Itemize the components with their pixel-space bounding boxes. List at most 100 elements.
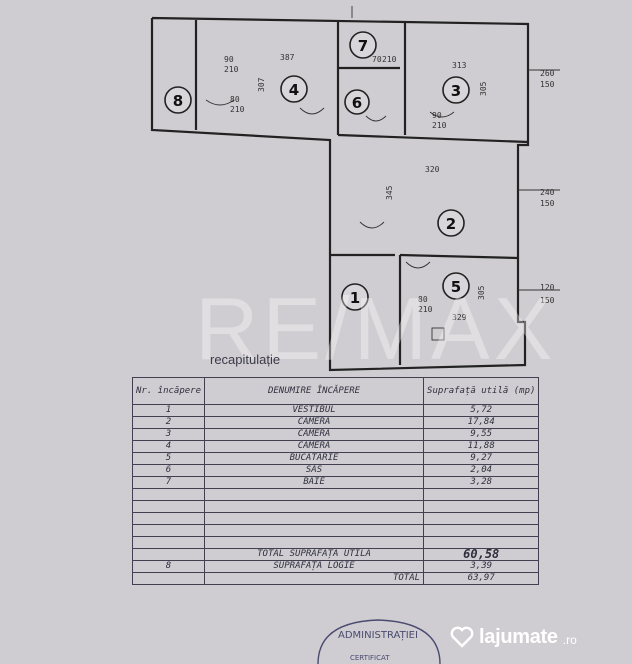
dim-label: 210 (224, 65, 239, 74)
cell-area: 9,55 (423, 428, 540, 441)
dim-label: 150 (540, 80, 555, 89)
table-row (131, 488, 540, 501)
dim-label: 320 (425, 165, 440, 174)
cell-nr: 3 (131, 428, 206, 441)
dim-label: 150 (540, 296, 555, 305)
cell-nr (131, 500, 206, 513)
dim-label: 210 (418, 305, 433, 314)
cell-name: VESTIBUL (204, 404, 425, 417)
table-row (131, 500, 540, 513)
dim-label: 240 (540, 188, 555, 197)
cell-area (423, 488, 540, 501)
svg-text:5: 5 (451, 278, 461, 296)
total-util-label: TOTAL SUPRAFAȚA UTILĂ (204, 548, 425, 561)
total-util-value: 60,58 (423, 548, 540, 561)
dim-label: 150 (540, 199, 555, 208)
cell-name: CAMERA (204, 416, 425, 429)
svg-text:1: 1 (350, 289, 360, 307)
header-area: Suprafață utilă (mp) (423, 377, 540, 405)
dim-label: 305 (479, 81, 488, 96)
cell-nr: 5 (131, 452, 206, 465)
door-swing (365, 115, 387, 122)
grand-total-row: TOTAL 63,97 (131, 572, 540, 585)
loggia-row: 8 SUPRAFAȚA LOGIE 3,39 (131, 560, 540, 573)
svg-text:2: 2 (446, 215, 456, 233)
dim-label: 120 (540, 283, 555, 292)
loggia-nr: 8 (131, 560, 206, 573)
table-row (131, 512, 540, 525)
dim-label: 387 (280, 53, 295, 62)
cell-nr (131, 536, 206, 549)
total-value: 63,97 (423, 572, 540, 585)
dim-label: 345 (385, 185, 394, 200)
dim-label: 307 (257, 77, 266, 92)
cell-name: BAIE (204, 476, 425, 489)
dim-label: 329 (452, 313, 467, 322)
loggia-label: SUPRAFAȚA LOGIE (204, 560, 425, 573)
door-swing (299, 107, 325, 115)
total-util-row: TOTAL SUPRAFAȚA UTILĂ 60,58 (131, 548, 540, 561)
dim-label: 80 (418, 295, 428, 304)
svg-text:ADMINISTRAȚIEI: ADMINISTRAȚIEI (338, 630, 418, 641)
cell-area (423, 536, 540, 549)
cell-name (204, 536, 425, 549)
cell-nr: 4 (131, 440, 206, 453)
total-label: TOTAL (204, 572, 425, 585)
room-marker-1: 1 (341, 283, 369, 311)
cell-area: 17,84 (423, 416, 540, 429)
dim-label: 210 (230, 105, 245, 114)
cell-nr: 2 (131, 416, 206, 429)
cell-name: CAMERA (204, 440, 425, 453)
cell-name (204, 488, 425, 501)
header-nr: Nr. încăpere (131, 377, 206, 405)
cell-area: 3,28 (423, 476, 540, 489)
loggia-value: 3,39 (423, 560, 540, 573)
room-marker-6: 6 (344, 89, 370, 115)
svg-text:CERTIFICAT: CERTIFICAT (350, 654, 390, 662)
header-name: DENUMIRE ÎNCĂPERE (204, 377, 425, 405)
svg-text:4: 4 (289, 81, 299, 99)
cell-nr: 1 (131, 404, 206, 417)
wall-room3-2 (337, 133, 529, 144)
cell-area (423, 512, 540, 525)
dim-label: 70 (372, 55, 382, 64)
cell-name: SAS (204, 464, 425, 477)
watermark: RE/MAX (195, 279, 557, 378)
room-marker-8: 8 (164, 86, 192, 114)
dim-label: 210 (382, 55, 397, 64)
room-marker-3: 3 (442, 76, 470, 104)
cell-area: 5,72 (423, 404, 540, 417)
door-swing (359, 221, 385, 229)
svg-text:7: 7 (358, 37, 368, 55)
cell-name: CAMERA (204, 428, 425, 441)
cell-area: 9,27 (423, 452, 540, 465)
room-marker-5: 5 (442, 272, 470, 300)
room-summary-table: Nr. încăpere DENUMIRE ÎNCĂPERE Suprafață… (131, 377, 540, 585)
plan-fixture (431, 327, 445, 341)
cell-area (423, 524, 540, 537)
cell-nr: 6 (131, 464, 206, 477)
cell-name (204, 524, 425, 537)
dim-label: 90 (432, 111, 442, 120)
cell-name (204, 500, 425, 513)
official-stamp: ADMINISTRAȚIEI CERTIFICAT (317, 619, 441, 664)
logo-suffix: .ro (562, 633, 577, 647)
logo-name: lajumate (479, 625, 558, 648)
cell-name (204, 512, 425, 525)
dim-label: 313 (452, 61, 467, 70)
table-header-row: Nr. încăpere DENUMIRE ÎNCĂPERE Suprafață… (131, 377, 540, 405)
svg-text:8: 8 (173, 92, 183, 110)
cell-nr (131, 512, 206, 525)
room-marker-2: 2 (437, 209, 465, 237)
table-row (131, 536, 540, 549)
dim-label: 80 (230, 95, 240, 104)
dim-label: 260 (540, 69, 555, 78)
heart-icon (450, 626, 474, 648)
recap-title: recapitulație (210, 352, 281, 367)
